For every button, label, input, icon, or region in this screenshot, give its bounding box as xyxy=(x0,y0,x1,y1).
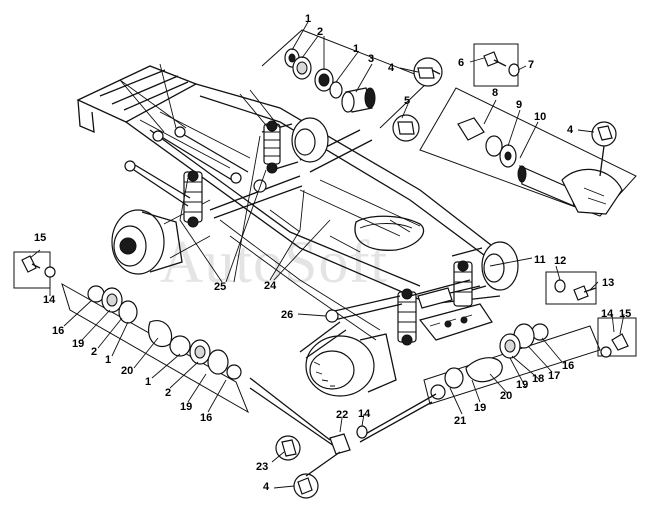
callout-2-left-b: 2 xyxy=(165,387,171,399)
callout-18: 18 xyxy=(532,373,544,385)
callout-labels: 1 2 1 3 4 5 6 7 8 9 10 4 11 12 13 15 14 … xyxy=(34,13,631,493)
callout-1-top: 1 xyxy=(305,13,311,25)
front-right-hub xyxy=(305,333,397,397)
callout-19-left: 19 xyxy=(72,338,84,350)
callout-24: 24 xyxy=(264,280,277,292)
callout-13: 13 xyxy=(602,277,614,289)
callout-19-right-b: 19 xyxy=(474,402,486,414)
callout-1-left: 1 xyxy=(105,354,111,366)
pivot-bolt-assembly xyxy=(249,377,437,499)
rod-bushing-set-right xyxy=(423,317,637,405)
callout-20-left: 20 xyxy=(121,365,133,377)
stabilizer-bracket-assembly xyxy=(419,43,637,217)
callout-14-right: 14 xyxy=(601,308,614,320)
rod-bushing-set-left xyxy=(13,251,249,414)
leader-lines xyxy=(29,21,625,489)
callout-4-bottom: 4 xyxy=(263,481,270,493)
callout-2-top: 2 xyxy=(317,26,323,38)
callout-11: 11 xyxy=(534,254,546,266)
callout-15-right: 15 xyxy=(619,308,631,320)
callout-9: 9 xyxy=(516,99,522,111)
callout-25: 25 xyxy=(214,281,226,293)
callout-16-right: 16 xyxy=(562,360,574,372)
callout-8: 8 xyxy=(492,87,498,99)
callout-7: 7 xyxy=(528,59,534,71)
callout-4-top: 4 xyxy=(388,62,395,74)
callout-1-second: 1 xyxy=(353,43,359,55)
rear-left-hub xyxy=(111,199,211,275)
callout-3: 3 xyxy=(368,53,374,65)
watermark: AutoSoft xyxy=(160,229,388,295)
chassis-frame xyxy=(76,65,501,341)
shock-absorber-upper xyxy=(263,120,281,174)
callout-1-left-b: 1 xyxy=(145,376,151,388)
callout-22: 22 xyxy=(336,409,348,421)
callout-14-left: 14 xyxy=(43,294,56,306)
callout-10: 10 xyxy=(534,111,546,123)
shock-absorber-left xyxy=(183,170,203,228)
callout-14-bottom: 14 xyxy=(358,408,371,420)
axle-bracket-center xyxy=(417,287,493,341)
shock-absorber-right xyxy=(397,288,417,346)
callout-19-right: 19 xyxy=(516,379,528,391)
bushing-set-top xyxy=(261,29,431,129)
callout-17: 17 xyxy=(548,370,560,382)
bolt-5 xyxy=(392,114,420,142)
callout-15-left: 15 xyxy=(34,232,46,244)
reaction-rods xyxy=(124,126,481,359)
callout-2-left: 2 xyxy=(91,346,97,358)
shock-absorber-rear-right xyxy=(453,260,473,307)
callout-20-right: 20 xyxy=(500,390,512,402)
callout-6: 6 xyxy=(458,57,464,69)
callout-5: 5 xyxy=(404,95,410,107)
callout-16-left-b: 16 xyxy=(200,412,212,424)
callout-19-left-b: 19 xyxy=(180,401,192,413)
callout-12: 12 xyxy=(554,255,566,267)
callout-4-right: 4 xyxy=(567,124,574,136)
bracket-bolt-13 xyxy=(545,271,597,305)
callout-26: 26 xyxy=(281,309,293,321)
callout-16-left: 16 xyxy=(52,325,64,337)
callout-23: 23 xyxy=(256,461,268,473)
grease-fitting-top xyxy=(413,57,443,87)
front-drum-right xyxy=(451,241,519,295)
callout-21: 21 xyxy=(454,415,466,427)
